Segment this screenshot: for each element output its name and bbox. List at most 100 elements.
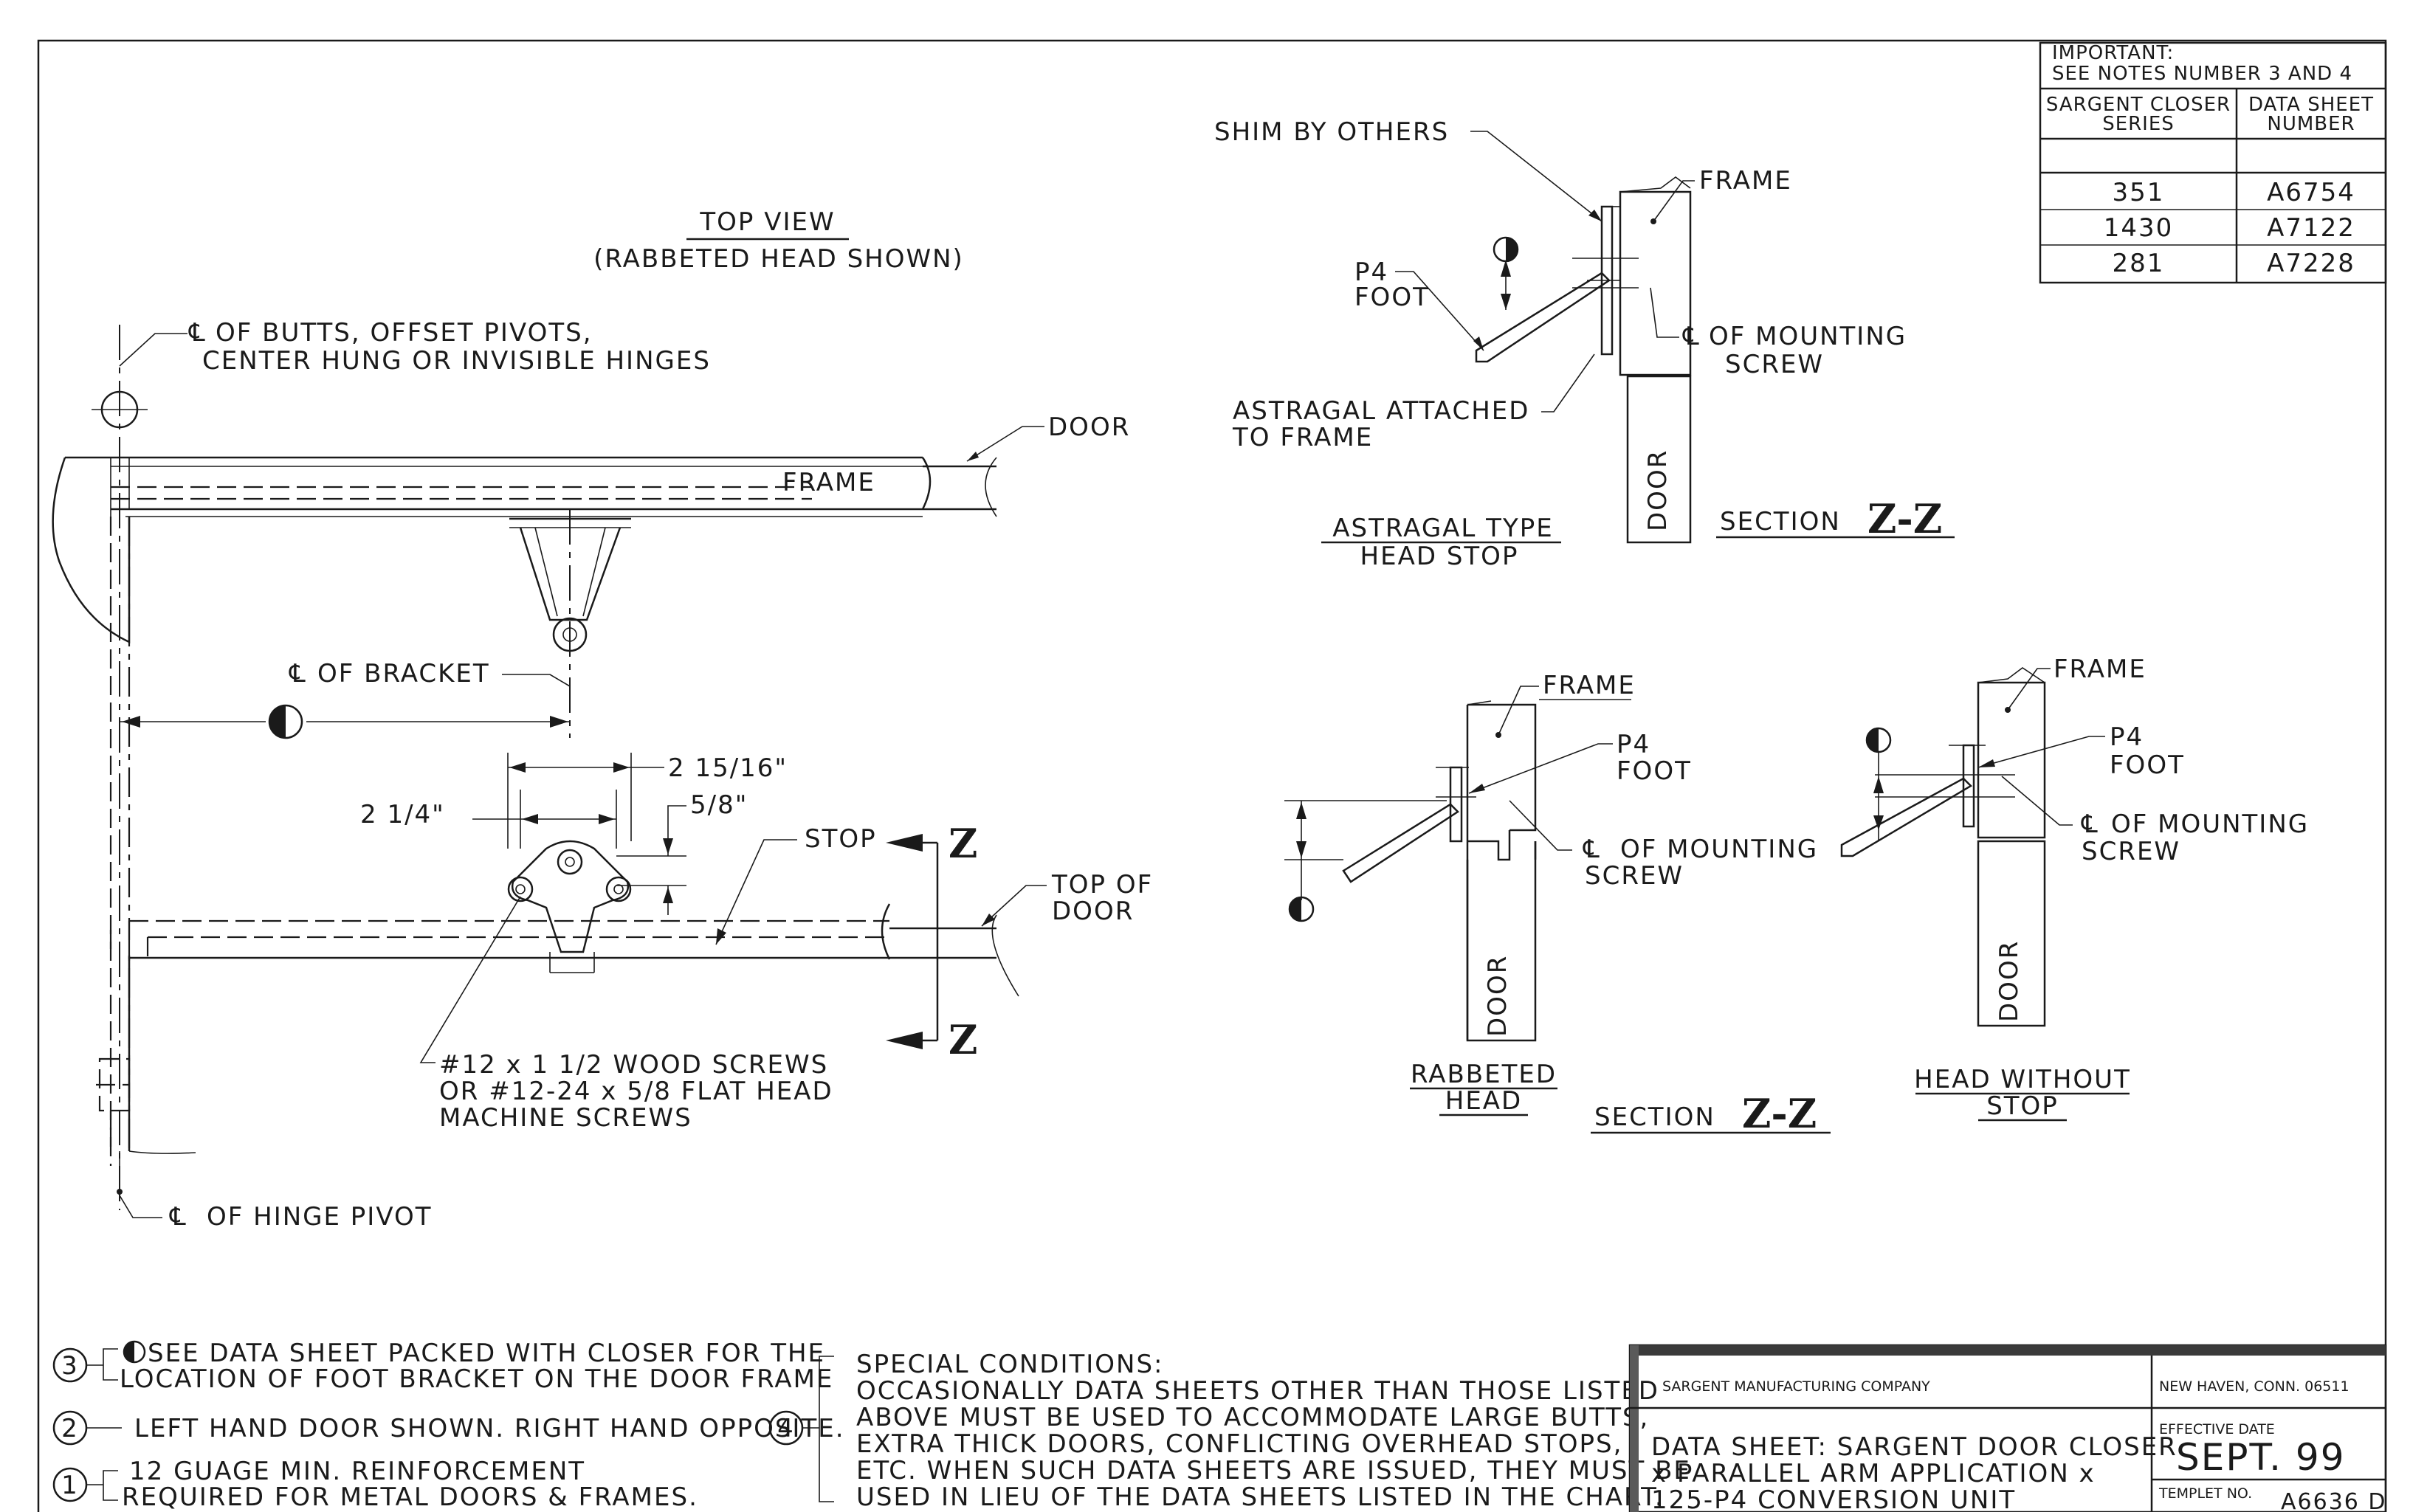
- note-4-text-6: USED IN LIEU OF THE DATA SHEETS LISTED I…: [856, 1482, 1665, 1512]
- astragal-p4-label: P4: [1354, 258, 1388, 287]
- company-name: SARGENT MANUFACTURING COMPANY: [1662, 1378, 1930, 1395]
- astragal-mount-label: OF MOUNTING: [1709, 322, 1907, 351]
- effective-date-value: SEPT. 99: [2176, 1436, 2346, 1479]
- templet-value: A6636 D: [2281, 1489, 2387, 1512]
- note-4-text-5: ETC. WHEN SUCH DATA SHEETS ARE ISSUED, T…: [856, 1456, 1691, 1485]
- templet-label: TEMPLET NO.: [2158, 1485, 2252, 1502]
- astragal-caption: ASTRAGAL TYPE: [1332, 514, 1553, 543]
- note-number: 3: [61, 1351, 79, 1381]
- note-4-text-3: ABOVE MUST BE USED TO ACCOMMODATE LARGE …: [856, 1403, 1649, 1432]
- screws-label-2: OR #12-24 x 5/8 FLAT HEAD: [439, 1077, 833, 1106]
- note-1-text: 12 GUAGE MIN. REINFORCEMENT: [129, 1457, 585, 1486]
- data-sheet-chart: IMPORTANT: SEE NOTES NUMBER 3 AND 4 SARG…: [2039, 41, 2387, 284]
- screws-label-3: MACHINE SCREWS: [439, 1103, 692, 1133]
- centerline-symbol: ℄: [169, 1202, 187, 1232]
- centerline-symbol: ℄: [2081, 809, 2099, 839]
- centerline-symbol: ℄: [1682, 322, 1701, 351]
- nostop-mount-label-2: SCREW: [2082, 837, 2180, 866]
- note-number: 1: [61, 1471, 79, 1500]
- no-stop-section-drawing: FRAME DOOR P4 FOOT ℄ OF MOUNTING SCREW H…: [1591, 655, 2309, 1137]
- note-4-text-4: EXTRA THICK DOORS, CONFLICTING OVERHEAD …: [856, 1429, 1622, 1459]
- astragal-frame-label: FRAME: [1699, 166, 1792, 196]
- rabbeted-section-drawing: FRAME DOOR P4 FOOT ℄ OF MOUNTING SCREW R…: [1284, 671, 1818, 1116]
- company-location: NEW HAVEN, CONN. 06511: [2159, 1378, 2349, 1395]
- chart-row-sheet: A7228: [2267, 249, 2355, 278]
- centerline-symbol: ℄: [289, 659, 307, 688]
- chart-col2-header-2: NUMBER: [2267, 113, 2355, 135]
- astragal-door-label: DOOR: [1643, 449, 1673, 531]
- chart-col1-header: SARGENT CLOSER: [2046, 94, 2231, 116]
- nostop-frame-label: FRAME: [2054, 655, 2147, 684]
- astragal-caption-2: HEAD STOP: [1360, 542, 1519, 571]
- title-block: SARGENT MANUFACTURING COMPANY NEW HAVEN,…: [1628, 1344, 2387, 1512]
- centerline-symbol: ℄: [188, 318, 207, 348]
- bracket-label: OF BRACKET: [317, 659, 490, 688]
- nostop-caption-2: STOP: [1986, 1091, 2059, 1121]
- nostop-caption: HEAD WITHOUT: [1914, 1065, 2131, 1094]
- section-zz: Z-Z: [1742, 1090, 1817, 1137]
- astragal-mount-label-2: SCREW: [1725, 350, 1824, 379]
- drawing-title-2: x PARALLEL ARM APPLICATION x: [1651, 1459, 2096, 1488]
- chart-important: IMPORTANT:: [2052, 42, 2174, 64]
- top-of-door-label: TOP OF: [1051, 870, 1153, 900]
- top-view-title: TOP VIEW: [699, 207, 835, 237]
- rabbeted-p4-label: P4: [1617, 730, 1650, 759]
- effective-date-label: EFFECTIVE DATE: [2159, 1421, 2275, 1437]
- rabbeted-caption-2: HEAD: [1445, 1086, 1523, 1116]
- note-1-text-2: REQUIRED FOR METAL DOORS & FRAMES.: [122, 1482, 698, 1512]
- rabbeted-mount-label-2: SCREW: [1585, 861, 1684, 891]
- astragal-attached-label-2: TO FRAME: [1232, 423, 1373, 452]
- astragal-foot-label: FOOT: [1354, 283, 1430, 312]
- chart-row-series: 1430: [2104, 213, 2174, 243]
- top-view-drawing: TOP VIEW (RABBETED HEAD SHOWN) ℄ OF BUTT…: [52, 207, 1153, 1232]
- notes: 3 SEE DATA SHEET PACKED WITH CLOSER FOR …: [52, 1339, 1691, 1512]
- section-label: SECTION: [1594, 1102, 1715, 1132]
- note-3-text: SEE DATA SHEET PACKED WITH CLOSER FOR TH…: [148, 1339, 825, 1368]
- butts-label: OF BUTTS, OFFSET PIVOTS,: [216, 318, 593, 348]
- chart-col2-header: DATA SHEET: [2248, 94, 2374, 116]
- rabbeted-caption: RABBETED: [1411, 1060, 1557, 1089]
- butts-label-2: CENTER HUNG OR INVISIBLE HINGES: [202, 346, 711, 376]
- note-number: 2: [61, 1414, 79, 1443]
- dim-5-8: 5/8": [690, 790, 748, 820]
- nostop-mount-label: OF MOUNTING: [2111, 809, 2309, 839]
- z-cut-bottom: Z: [949, 1016, 977, 1063]
- door-label: DOOR: [1048, 412, 1130, 442]
- chart-row-sheet: A7122: [2267, 213, 2355, 243]
- hinge-pivot-label: OF HINGE PIVOT: [207, 1202, 433, 1232]
- rabbeted-frame-label: FRAME: [1543, 671, 1636, 700]
- note-number: 4: [777, 1414, 795, 1443]
- nostop-door-label: DOOR: [1994, 940, 2024, 1022]
- rabbeted-mount-label: OF MOUNTING: [1620, 835, 1818, 864]
- chart-important-note: SEE NOTES NUMBER 3 AND 4: [2052, 63, 2352, 85]
- z-cut-top: Z: [949, 820, 977, 867]
- section-label: SECTION: [1720, 507, 1841, 536]
- note-2-text: LEFT HAND DOOR SHOWN. RIGHT HAND OPPOSIT…: [134, 1414, 845, 1443]
- stop-label: STOP: [805, 824, 877, 854]
- centerline-symbol: ℄: [1583, 835, 1601, 864]
- frame-label: FRAME: [782, 468, 875, 497]
- drawing-title: DATA SHEET: SARGENT DOOR CLOSER: [1651, 1432, 2178, 1462]
- drawing-title-3: 125-P4 CONVERSION UNIT: [1651, 1485, 2016, 1512]
- rabbeted-door-label: DOOR: [1483, 955, 1512, 1037]
- chart-col1-header-2: SERIES: [2102, 113, 2175, 135]
- nostop-p4-label: P4: [2110, 722, 2144, 752]
- screws-label: #12 x 1 1/2 WOOD SCREWS: [439, 1050, 828, 1080]
- note-4-text: SPECIAL CONDITIONS:: [856, 1350, 1164, 1379]
- chart-row-sheet: A6754: [2267, 178, 2355, 207]
- astragal-section-drawing: SHIM BY OTHERS FRAME P4 FOOT ℄ OF MOUNTI…: [1214, 117, 1955, 571]
- nostop-foot-label: FOOT: [2110, 750, 2185, 780]
- top-view-subtitle: (RABBETED HEAD SHOWN): [593, 244, 964, 274]
- rabbeted-foot-label: FOOT: [1617, 756, 1692, 786]
- chart-row-series: 281: [2113, 249, 2165, 278]
- section-zz: Z-Z: [1867, 495, 1942, 542]
- top-of-door-label-2: DOOR: [1052, 897, 1134, 926]
- astragal-attached-label: ASTRAGAL ATTACHED: [1233, 396, 1529, 426]
- dim-2-15-16: 2 15/16": [668, 753, 788, 783]
- chart-row-series: 351: [2113, 178, 2165, 207]
- drawing-border: [37, 39, 2387, 1512]
- note-3-text-2: LOCATION OF FOOT BRACKET ON THE DOOR FRA…: [120, 1364, 833, 1394]
- dim-2-1-4: 2 1/4": [360, 800, 445, 829]
- shim-label: SHIM BY OTHERS: [1214, 117, 1449, 147]
